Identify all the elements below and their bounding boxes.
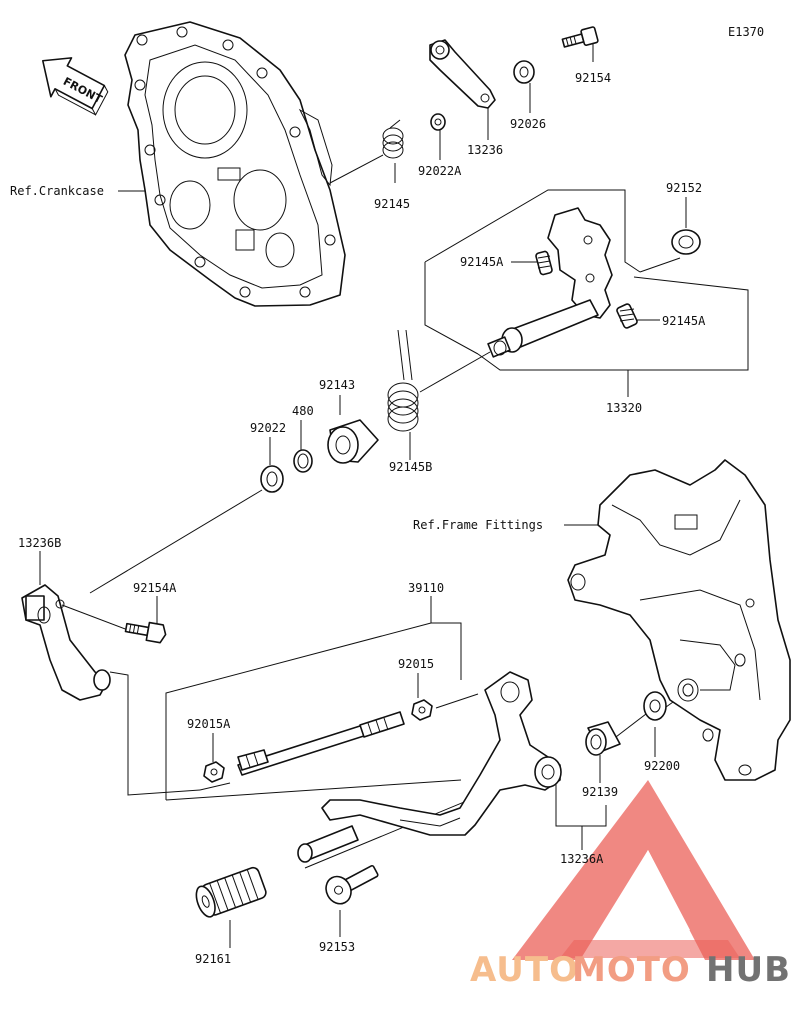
part-label-92153[interactable]: 92153 [319, 940, 355, 954]
nut-92015-drawing [411, 699, 433, 721]
washer-92152-drawing [671, 229, 701, 255]
watermark-logo: AUTO MOTO HUB [470, 780, 791, 990]
watermark-triangle-inner [610, 850, 690, 930]
part-label-92154[interactable]: 92154 [575, 71, 611, 85]
shift-shaft-13320-drawing [487, 207, 613, 358]
spring-92145A-right-drawing [616, 303, 638, 329]
ref-crankcase-label: Ref.Crankcase [10, 184, 104, 198]
spring-92145-drawing [382, 119, 404, 159]
watermark-triangle-bar [560, 940, 740, 958]
bolt-92153-drawing [325, 865, 379, 905]
bolt-92154-drawing [561, 26, 599, 48]
watermark-triangle-outer [512, 780, 755, 960]
part-label-92015[interactable]: 92015 [398, 657, 434, 671]
part-label-92145[interactable]: 92145 [374, 197, 410, 211]
leader-lines [39, 44, 749, 948]
part-label-92152[interactable]: 92152 [666, 181, 702, 195]
nut-92015A-drawing [203, 761, 225, 783]
shift-pedal-13236A-drawing [297, 671, 562, 863]
part-label-92145A-right[interactable]: 92145A [662, 314, 706, 328]
watermark-text-moto: MOTO [572, 950, 691, 990]
part-label-92139[interactable]: 92139 [582, 785, 618, 799]
spring-92145B-drawing [387, 329, 419, 432]
rod-39110-drawing [237, 711, 405, 776]
part-label-92015A[interactable]: 92015A [187, 717, 231, 731]
part-label-92161[interactable]: 92161 [195, 952, 231, 966]
part-label-92026[interactable]: 92026 [510, 117, 546, 131]
rubber-peg-92161-drawing [195, 866, 267, 918]
diagram-code: E1370 [728, 25, 764, 39]
part-label-13236A[interactable]: 13236A [560, 852, 604, 866]
crankcase-ref-drawing [124, 21, 346, 307]
part-label-13236[interactable]: 13236 [467, 143, 503, 157]
washer-92026-drawing [513, 60, 535, 84]
collar-92139-drawing [585, 721, 621, 756]
circlip-480-drawing [293, 449, 313, 473]
spring-92145A-left-drawing [535, 250, 553, 276]
collar-92143-drawing [327, 419, 379, 464]
washer-92022A-drawing [430, 113, 446, 131]
part-label-39110[interactable]: 39110 [408, 581, 444, 595]
watermark-text-auto: AUTO [470, 950, 579, 990]
part-label-92145A-left[interactable]: 92145A [460, 255, 504, 269]
part-label-92143[interactable]: 92143 [319, 378, 355, 392]
lever-13236B-drawing [21, 584, 111, 701]
frame-fittings-ref-drawing [567, 459, 791, 781]
washer-92022-drawing [260, 465, 284, 493]
lever-13236-drawing [429, 39, 496, 109]
part-label-13320[interactable]: 13320 [606, 401, 642, 415]
part-label-13236B[interactable]: 13236B [18, 536, 61, 550]
part-label-92145B[interactable]: 92145B [389, 460, 432, 474]
ref-frame-fittings-label: Ref.Frame Fittings [413, 518, 543, 532]
part-label-92154A[interactable]: 92154A [133, 581, 177, 595]
washer-92200-drawing [643, 691, 667, 721]
bolt-92154A-drawing [124, 621, 167, 644]
front-direction-arrow: FRONT [41, 57, 109, 116]
part-label-480[interactable]: 480 [292, 404, 314, 418]
part-labels: E1370 Ref.Crankcase Ref.Frame Fittings 9… [10, 25, 764, 966]
watermark-text-hub: HUB [706, 950, 791, 990]
part-label-92022[interactable]: 92022 [250, 421, 286, 435]
part-label-92200[interactable]: 92200 [644, 759, 680, 773]
part-label-92022A[interactable]: 92022A [418, 164, 462, 178]
